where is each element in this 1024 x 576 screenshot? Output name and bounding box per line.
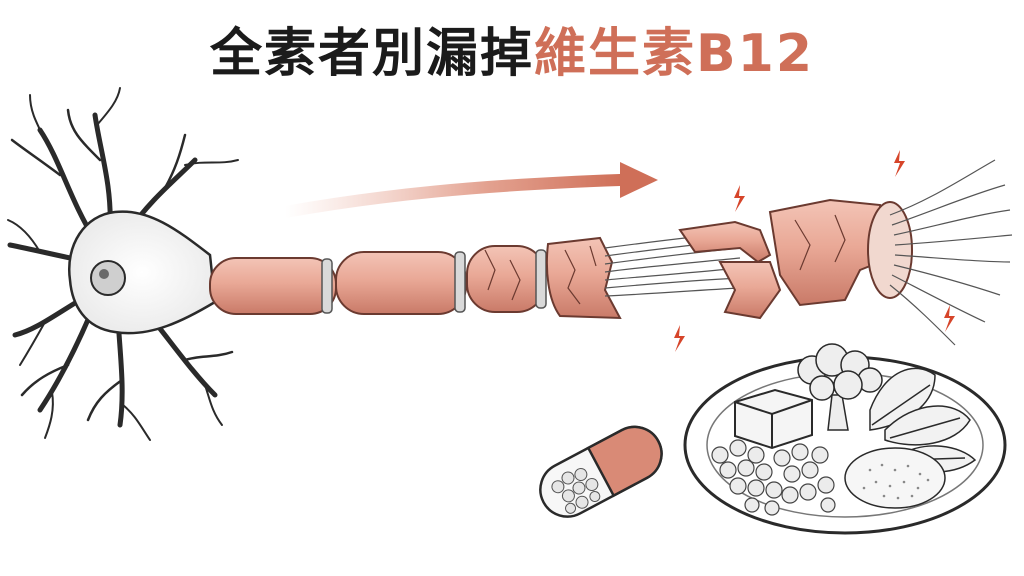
title-main: 全素者別漏掉 [209,24,534,84]
nerve-axon-icon [209,159,1013,346]
spark-icon [674,150,955,352]
title-highlight: 維生素B12 [534,24,814,84]
neuron-icon [7,87,239,441]
b12-capsule-icon [539,425,663,518]
vegan-food-plate-icon [683,343,1007,535]
soma [67,210,217,335]
page-title: 全素者別漏掉維生素B12 [0,22,1024,86]
nucleus [90,260,126,296]
nucleolus [99,269,109,279]
direction-arrow-icon [279,162,658,218]
